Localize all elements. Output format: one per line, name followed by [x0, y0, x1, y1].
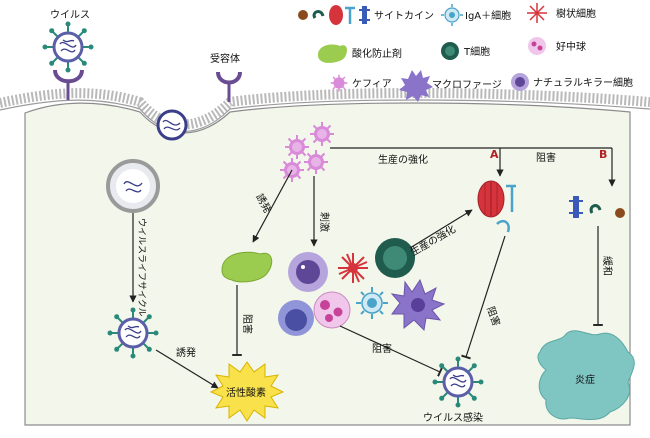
pathway-a-label: A	[490, 148, 499, 161]
inhibit-cells-label: 阻害	[372, 342, 392, 355]
pathway-b-label: B	[599, 148, 607, 161]
viral-infection-virus-icon	[431, 355, 485, 409]
legend: サイトカイン IgA＋細胞 樹状細胞 酸化防止剤 T細胞 好中球	[298, 3, 633, 102]
cell-membrane	[0, 88, 650, 130]
virus-icon	[41, 20, 95, 74]
endocytosed-virus-icon	[156, 109, 188, 141]
cytokine-right-icon	[569, 196, 625, 218]
virus-induces-ros-arrow	[155, 349, 219, 389]
legend-cytokine-hook-icon	[312, 10, 325, 19]
legend-cytokine-label: サイトカイン	[374, 10, 434, 22]
virus-life-cycle-label: ウイルスライフサイクル	[136, 218, 147, 317]
legend-cytokine-red-icon	[329, 5, 343, 25]
inhibit-top-label: 阻害	[536, 151, 556, 164]
neutrophil-icon	[313, 291, 351, 329]
inflammation-icon	[537, 330, 635, 420]
legend-antioxidant-icon	[318, 44, 348, 63]
production-enhance-top-label: 生産の強化	[378, 153, 428, 166]
kefir-grain-icon	[284, 134, 310, 160]
legend-nk-cell-label: ナチュラルキラー細胞	[533, 76, 633, 89]
legend-neutrophil-label: 好中球	[556, 40, 586, 53]
legend-macrophage-label: マクロファージ	[432, 79, 502, 91]
legend-iga-cell-label: IgA＋細胞	[465, 9, 511, 22]
mitigate-label: 緩和	[601, 256, 614, 276]
legend-kefir-icon	[330, 74, 348, 92]
ros-burst-icon	[209, 361, 285, 422]
inflammation-label: 炎症	[575, 373, 595, 386]
viral-infection-label: ウイルス感染	[423, 411, 483, 424]
t-cell-enhances-arrow	[409, 209, 473, 249]
receptor-icon	[216, 71, 242, 85]
cytokine-inhibits-infection	[461, 235, 506, 360]
legend-neutrophil-icon	[528, 37, 546, 55]
host-cell-body	[24, 102, 631, 426]
virus-label: ウイルス	[50, 9, 90, 21]
antioxidant-icon	[221, 251, 273, 283]
cells-inhibit-infection	[339, 325, 443, 377]
legend-dendritic-cell-label: 樹状細胞	[556, 7, 596, 20]
kefir-grain-icon	[309, 121, 335, 147]
cytokine-cluster-icon	[477, 180, 516, 233]
inhibit-ros-label: 阻害	[241, 314, 254, 334]
kefir-induces-antioxidant-arrow	[252, 169, 293, 243]
legend-t-cell-label: T細胞	[463, 45, 490, 58]
stimulate-label: 刺激	[318, 212, 331, 232]
legend-cytokine-circle-icon	[298, 10, 308, 20]
receptor-label: 受容体	[210, 52, 240, 65]
virus-receptor-cup-icon	[53, 69, 84, 84]
induce-left-label: 誘発	[176, 346, 196, 359]
legend-macrophage-icon	[399, 70, 433, 102]
kefir-grain-icon	[303, 149, 329, 175]
legend-kefir-label: ケフィア	[352, 78, 392, 90]
legend-dendritic-cell-icon	[527, 3, 547, 23]
cell-membrane-inner	[0, 99, 650, 132]
intracellular-virus-icon	[106, 306, 160, 360]
legend-cytokine-blue-icon	[362, 6, 367, 24]
ros-label: 活性酸素	[226, 386, 266, 399]
iga-cell-icon	[356, 287, 388, 319]
dendritic-cell-icon	[338, 253, 368, 283]
legend-iga-cell-icon	[441, 4, 463, 26]
legend-antioxidant-label: 酸化防止剤	[352, 47, 402, 60]
